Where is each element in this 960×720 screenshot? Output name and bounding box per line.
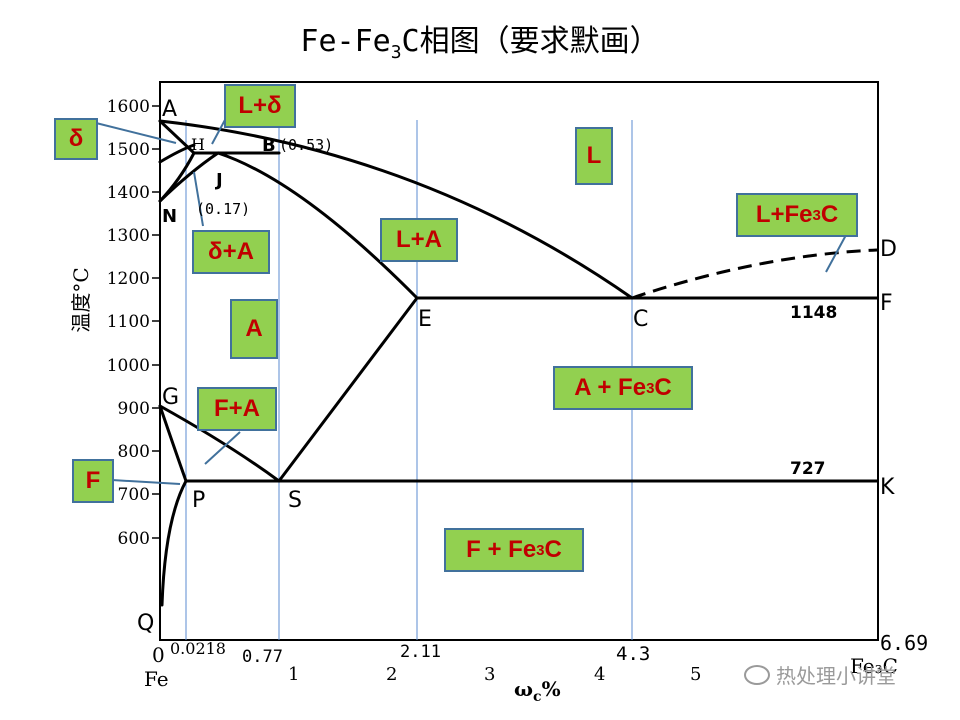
point-b: B [262,135,276,156]
x-tick-1: 1 [288,664,299,685]
point-labels: A H B J N E C D F G P S K Q [137,97,897,636]
label-leaders [95,117,847,485]
x-tick-2-11: 2.11 [400,642,441,662]
x-tick-4-3: 4.3 [616,643,650,665]
x-tick-zero: 0 [152,643,165,667]
phase-l-box: L [575,127,613,185]
y-tick: 1000 [107,356,150,376]
watermark-text: 热处理小讲堂 [776,664,896,688]
annotation-b-053: (0.53) [279,136,333,154]
x-tick-0-77: 0.77 [242,647,283,667]
phase-f-box: F [72,459,114,503]
phase-f-a-box: F+A [197,387,277,431]
annotation-727: 727 [790,459,826,479]
x-tick-6-69: 6.69 [880,631,928,655]
plot-frame [159,81,879,641]
point-a: A [162,97,177,122]
y-tick: 1200 [107,269,150,289]
y-tick: 800 [118,442,150,462]
watermark: 热处理小讲堂 [744,660,896,689]
point-g: G [162,385,179,410]
x-axis-title: ωc% [514,677,561,705]
point-n: N [162,206,177,227]
y-tick: 1300 [107,226,150,246]
x-tick-2: 2 [386,664,397,685]
phase-l-a-box: L+A [380,218,458,262]
y-tick: 1500 [107,140,150,160]
y-tick: 600 [118,529,150,549]
x-tick-labels: 0 Fe 0.0218 0.77 1 2 2.11 3 4 4.3 5 6.69… [144,631,928,691]
x-tick-5: 5 [690,664,701,685]
y-tick: 700 [118,485,150,505]
x-tick-0-0218: 0.0218 [170,639,226,658]
point-d: D [880,237,897,262]
line-nh [158,151,196,203]
y-axis-title: 温度°C [69,267,93,332]
point-k: K [880,475,895,500]
phase-boundaries [158,119,879,607]
y-tick: 1600 [107,97,150,117]
point-c: C [633,307,648,332]
line-cd-dashed [631,248,878,300]
point-j: J [214,170,223,191]
point-h: H [191,135,205,154]
annotation-j-017: (0.17) [196,200,250,218]
x-tick-fe3c: Fe₃C [850,654,898,678]
y-tick: 1400 [107,183,150,203]
line-pq [160,479,188,607]
line-se [277,296,419,483]
diagram-title: Fe-Fe3C相图（要求默画） [300,24,660,63]
x-tick-fe: Fe [144,667,169,691]
point-f: F [880,291,893,316]
phase-delta-a-box: δ+A [192,230,270,274]
phase-l-delta-box: L+δ [224,84,296,128]
point-e: E [418,307,432,332]
point-q: Q [137,611,154,636]
chat-bubble-icon [744,664,770,685]
line-gp [158,404,188,483]
y-tick-labels: 1600 1500 1400 1300 1200 1100 1000 900 8… [107,97,150,549]
y-tick: 900 [118,399,150,419]
line-a-h-lower [158,143,196,164]
point-s: S [288,488,302,513]
phase-delta-box: δ [54,118,98,160]
annotation-1148: 1148 [790,303,837,323]
solidus-je [216,151,419,300]
y-axis-ticks [152,105,160,539]
x-tick-3: 3 [484,664,495,685]
line-gs [158,404,281,483]
liquidus-ac [158,119,634,300]
phase-a-box: A [230,299,278,359]
x-tick-4: 4 [594,664,605,685]
y-tick: 1100 [107,312,150,332]
point-p: P [192,488,205,513]
